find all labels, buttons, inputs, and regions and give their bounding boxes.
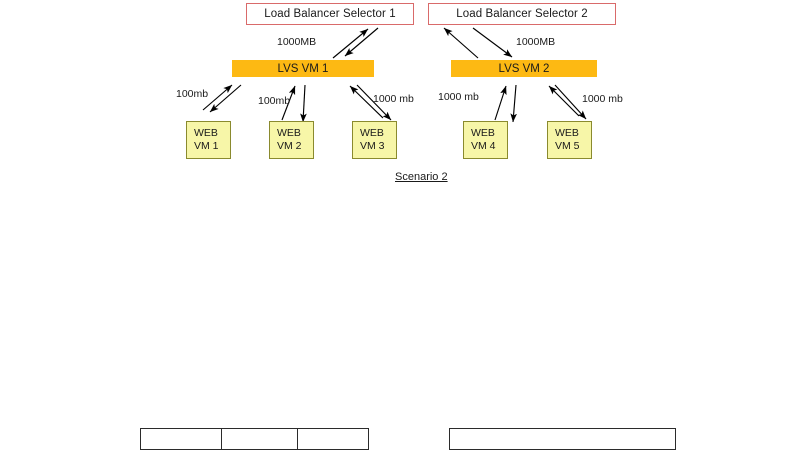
lvs-vm-2-label: LVS VM 2	[498, 62, 550, 75]
link-label-lvs1-web1: 100mb	[176, 88, 209, 100]
web-vm-4-line-2: VM 4	[471, 140, 496, 152]
table-cell-blank	[368, 428, 450, 450]
web-vm-1-line-2: VM 1	[194, 140, 219, 152]
lvs-vm-1-label: LVS VM 1	[277, 62, 329, 75]
web-vm-3-line-2: VM 3	[360, 140, 385, 152]
link-label-lvs1-web2: 100mb	[258, 95, 291, 107]
arrow-lvs1-to-web2	[300, 84, 307, 123]
table-cell	[449, 428, 676, 450]
load-balancer-selector-1-box[interactable]: Load Balancer Selector 1	[246, 3, 414, 25]
web-vm-1-node[interactable]: WEB VM 1	[186, 121, 231, 159]
bottom-table-fragment	[140, 428, 676, 450]
web-vm-5-line-1: WEB	[555, 126, 579, 139]
arrow-web5-to-lvs2	[548, 85, 580, 117]
table-cell	[140, 428, 222, 450]
web-vm-5-line-2: VM 5	[555, 140, 580, 152]
arrow-lvs2-to-lb2	[443, 27, 479, 59]
web-vm-5-node[interactable]: WEB VM 5	[547, 121, 592, 159]
web-vm-4-node[interactable]: WEB VM 4	[463, 121, 508, 159]
table-row	[140, 428, 676, 450]
web-vm-3-node[interactable]: WEB VM 3	[352, 121, 397, 159]
link-label-lvs2-web5: 1000 mb	[582, 93, 623, 105]
arrow-lb2-to-lvs2	[472, 27, 513, 58]
web-vm-2-line-1: WEB	[277, 126, 301, 139]
arrow-lvs1-to-lb1	[332, 28, 369, 59]
load-balancer-selector-1-label: Load Balancer Selector 1	[264, 8, 396, 20]
lvs-vm-2-node[interactable]: LVS VM 2	[451, 60, 597, 77]
load-balancer-selector-2-label: Load Balancer Selector 2	[456, 8, 588, 20]
web-vm-2-line-2: VM 2	[277, 140, 302, 152]
web-vm-1-line-1: WEB	[194, 126, 218, 139]
load-balancer-selector-2-box[interactable]: Load Balancer Selector 2	[428, 3, 616, 25]
arrow-lvs2-to-web4	[510, 84, 518, 123]
link-label-lb2-lvs2: 1000MB	[516, 36, 556, 48]
bottom-table	[140, 428, 676, 450]
arrow-web4-to-lvs2	[494, 85, 507, 121]
web-vm-3-line-1: WEB	[360, 126, 384, 139]
table-cell	[297, 428, 369, 450]
arrow-lb1-to-lvs1	[344, 27, 379, 57]
link-label-lb1-lvs1: 1000MB	[277, 36, 317, 48]
lvs-vm-1-node[interactable]: LVS VM 1	[232, 60, 374, 77]
diagram-caption: Scenario 2	[395, 171, 448, 183]
web-vm-2-node[interactable]: WEB VM 2	[269, 121, 314, 159]
arrow-lvs1-to-web1	[209, 84, 242, 113]
table-cell	[221, 428, 298, 450]
web-vm-4-line-1: WEB	[471, 126, 495, 139]
link-label-lvs2-web4: 1000 mb	[438, 91, 479, 103]
link-label-lvs1-web3: 1000 mb	[373, 93, 414, 105]
